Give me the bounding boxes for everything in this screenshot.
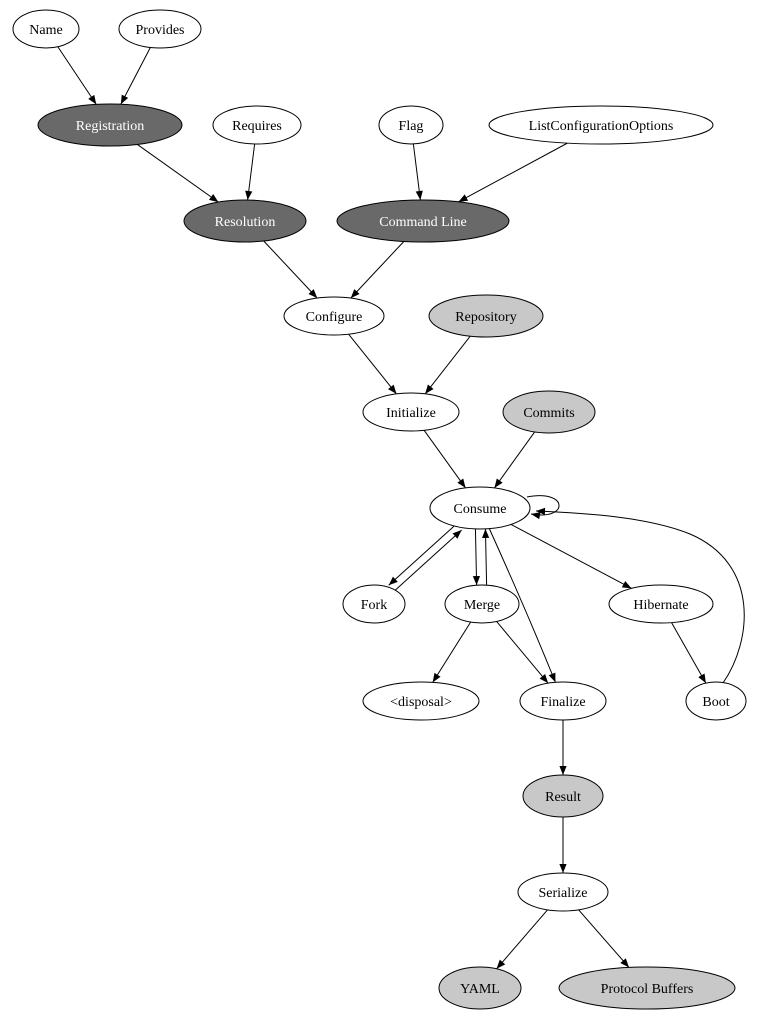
edge-Repository-to-Initialize [424,335,471,395]
node-shape-Flag [378,105,444,145]
edge-Merge-to-Disposal [432,621,472,683]
node-label-CommandLine: Command Line [379,215,467,230]
node-label-Result: Result [545,790,581,805]
node-shape-Configure [283,296,385,336]
edge-Flag-to-CommandLine [412,143,423,201]
node-label-Registration: Registration [76,119,144,134]
edge-Serialize-to-ProtocolBuffers [578,909,630,968]
node-label-Disposal: <disposal> [390,695,452,710]
edge-Merge-to-Finalize [496,621,549,684]
node-ProtocolBuffers: Protocol Buffers [558,966,736,1010]
node-Registration: Registration [37,103,183,147]
edge-Serialize-to-YAML [496,909,548,970]
node-Name: Name [12,9,80,49]
node-Serialize: Serialize [517,872,609,912]
node-Initialize: Initialize [362,392,460,432]
node-label-Merge: Merge [464,598,500,613]
node-shape-ProtocolBuffers [558,966,736,1010]
node-label-Name: Name [29,23,62,38]
node-YAML: YAML [438,966,522,1010]
node-label-ProtocolBuffers: Protocol Buffers [601,982,694,997]
node-shape-Hibernate [608,584,714,624]
node-shape-Boot [685,681,747,721]
node-shape-Result [522,774,604,818]
node-label-Commits: Commits [523,406,574,421]
node-Hibernate: Hibernate [608,584,714,624]
edge-ListConfigurationOptions-to-CommandLine [458,142,568,203]
node-Configure: Configure [283,296,385,336]
node-label-Requires: Requires [232,119,282,134]
node-label-Fork: Fork [361,598,387,613]
node-label-Finalize: Finalize [540,695,585,710]
node-label-Consume: Consume [454,502,507,517]
node-shape-Repository [428,294,544,338]
node-shape-Disposal [362,681,480,721]
node-Flag: Flag [378,105,444,145]
edge-Requires-to-Resolution [245,143,256,201]
node-Repository: Repository [428,294,544,338]
edge-Consume-to-Hibernate [510,524,632,589]
node-shape-Requires [212,105,302,145]
edge-Configure-to-Initialize [348,333,397,395]
node-Provides: Provides [118,9,202,49]
node-label-Serialize: Serialize [539,886,588,901]
node-shape-Finalize [519,681,607,721]
node-shape-CommandLine [336,199,510,243]
edge-Resolution-to-Configure [263,240,318,299]
node-shape-Registration [37,103,183,147]
node-Disposal: <disposal> [362,681,480,721]
node-label-Initialize: Initialize [386,406,436,421]
edge-Consume-to-Merge [472,529,481,586]
edge-Merge-to-Consume [482,528,490,585]
node-label-Resolution: Resolution [215,215,276,230]
node-label-Hibernate: Hibernate [633,598,688,613]
node-Commits: Commits [502,390,596,434]
node-label-Configure: Configure [306,310,363,325]
node-CommandLine: Command Line [336,199,510,243]
edge-Name-to-Registration [57,46,97,105]
node-Boot: Boot [685,681,747,721]
node-shape-YAML [438,966,522,1010]
node-label-ListConfigurationOptions: ListConfigurationOptions [529,119,674,134]
edge-Consume-to-Consume [526,495,560,520]
node-label-Repository: Repository [455,310,516,325]
edge-Registration-to-Resolution [137,144,219,203]
edge-Provides-to-Registration [120,47,151,105]
node-Consume: Consume [429,486,531,530]
node-Resolution: Resolution [183,199,307,243]
node-Merge: Merge [444,584,520,624]
node-Requires: Requires [212,105,302,145]
node-ListConfigurationOptions: ListConfigurationOptions [488,105,714,145]
edge-CommandLine-to-Configure [350,241,405,299]
node-shape-Fork [342,584,406,624]
edge-Consume-to-Finalize [488,528,556,683]
node-shape-Name [12,9,80,49]
edge-Boot-to-Consume [535,507,745,684]
node-Finalize: Finalize [519,681,607,721]
node-shape-Consume [429,486,531,530]
node-label-Flag: Flag [399,119,424,134]
node-label-YAML: YAML [460,982,500,997]
edge-Fork-to-Consume [393,529,462,592]
node-shape-ListConfigurationOptions [488,105,714,145]
edge-Hibernate-to-Boot [671,622,707,684]
node-label-Boot: Boot [702,695,729,710]
edge-Commits-to-Consume [494,431,536,489]
node-shape-Commits [502,390,596,434]
node-shape-Resolution [183,199,307,243]
node-label-Provides: Provides [136,23,185,38]
node-shape-Provides [118,9,202,49]
node-Result: Result [522,774,604,818]
edge-Initialize-to-Consume [423,429,466,489]
node-shape-Merge [444,584,520,624]
node-shape-Initialize [362,392,460,432]
node-Fork: Fork [342,584,406,624]
edge-Consume-to-Fork [388,523,457,586]
node-shape-Serialize [517,872,609,912]
